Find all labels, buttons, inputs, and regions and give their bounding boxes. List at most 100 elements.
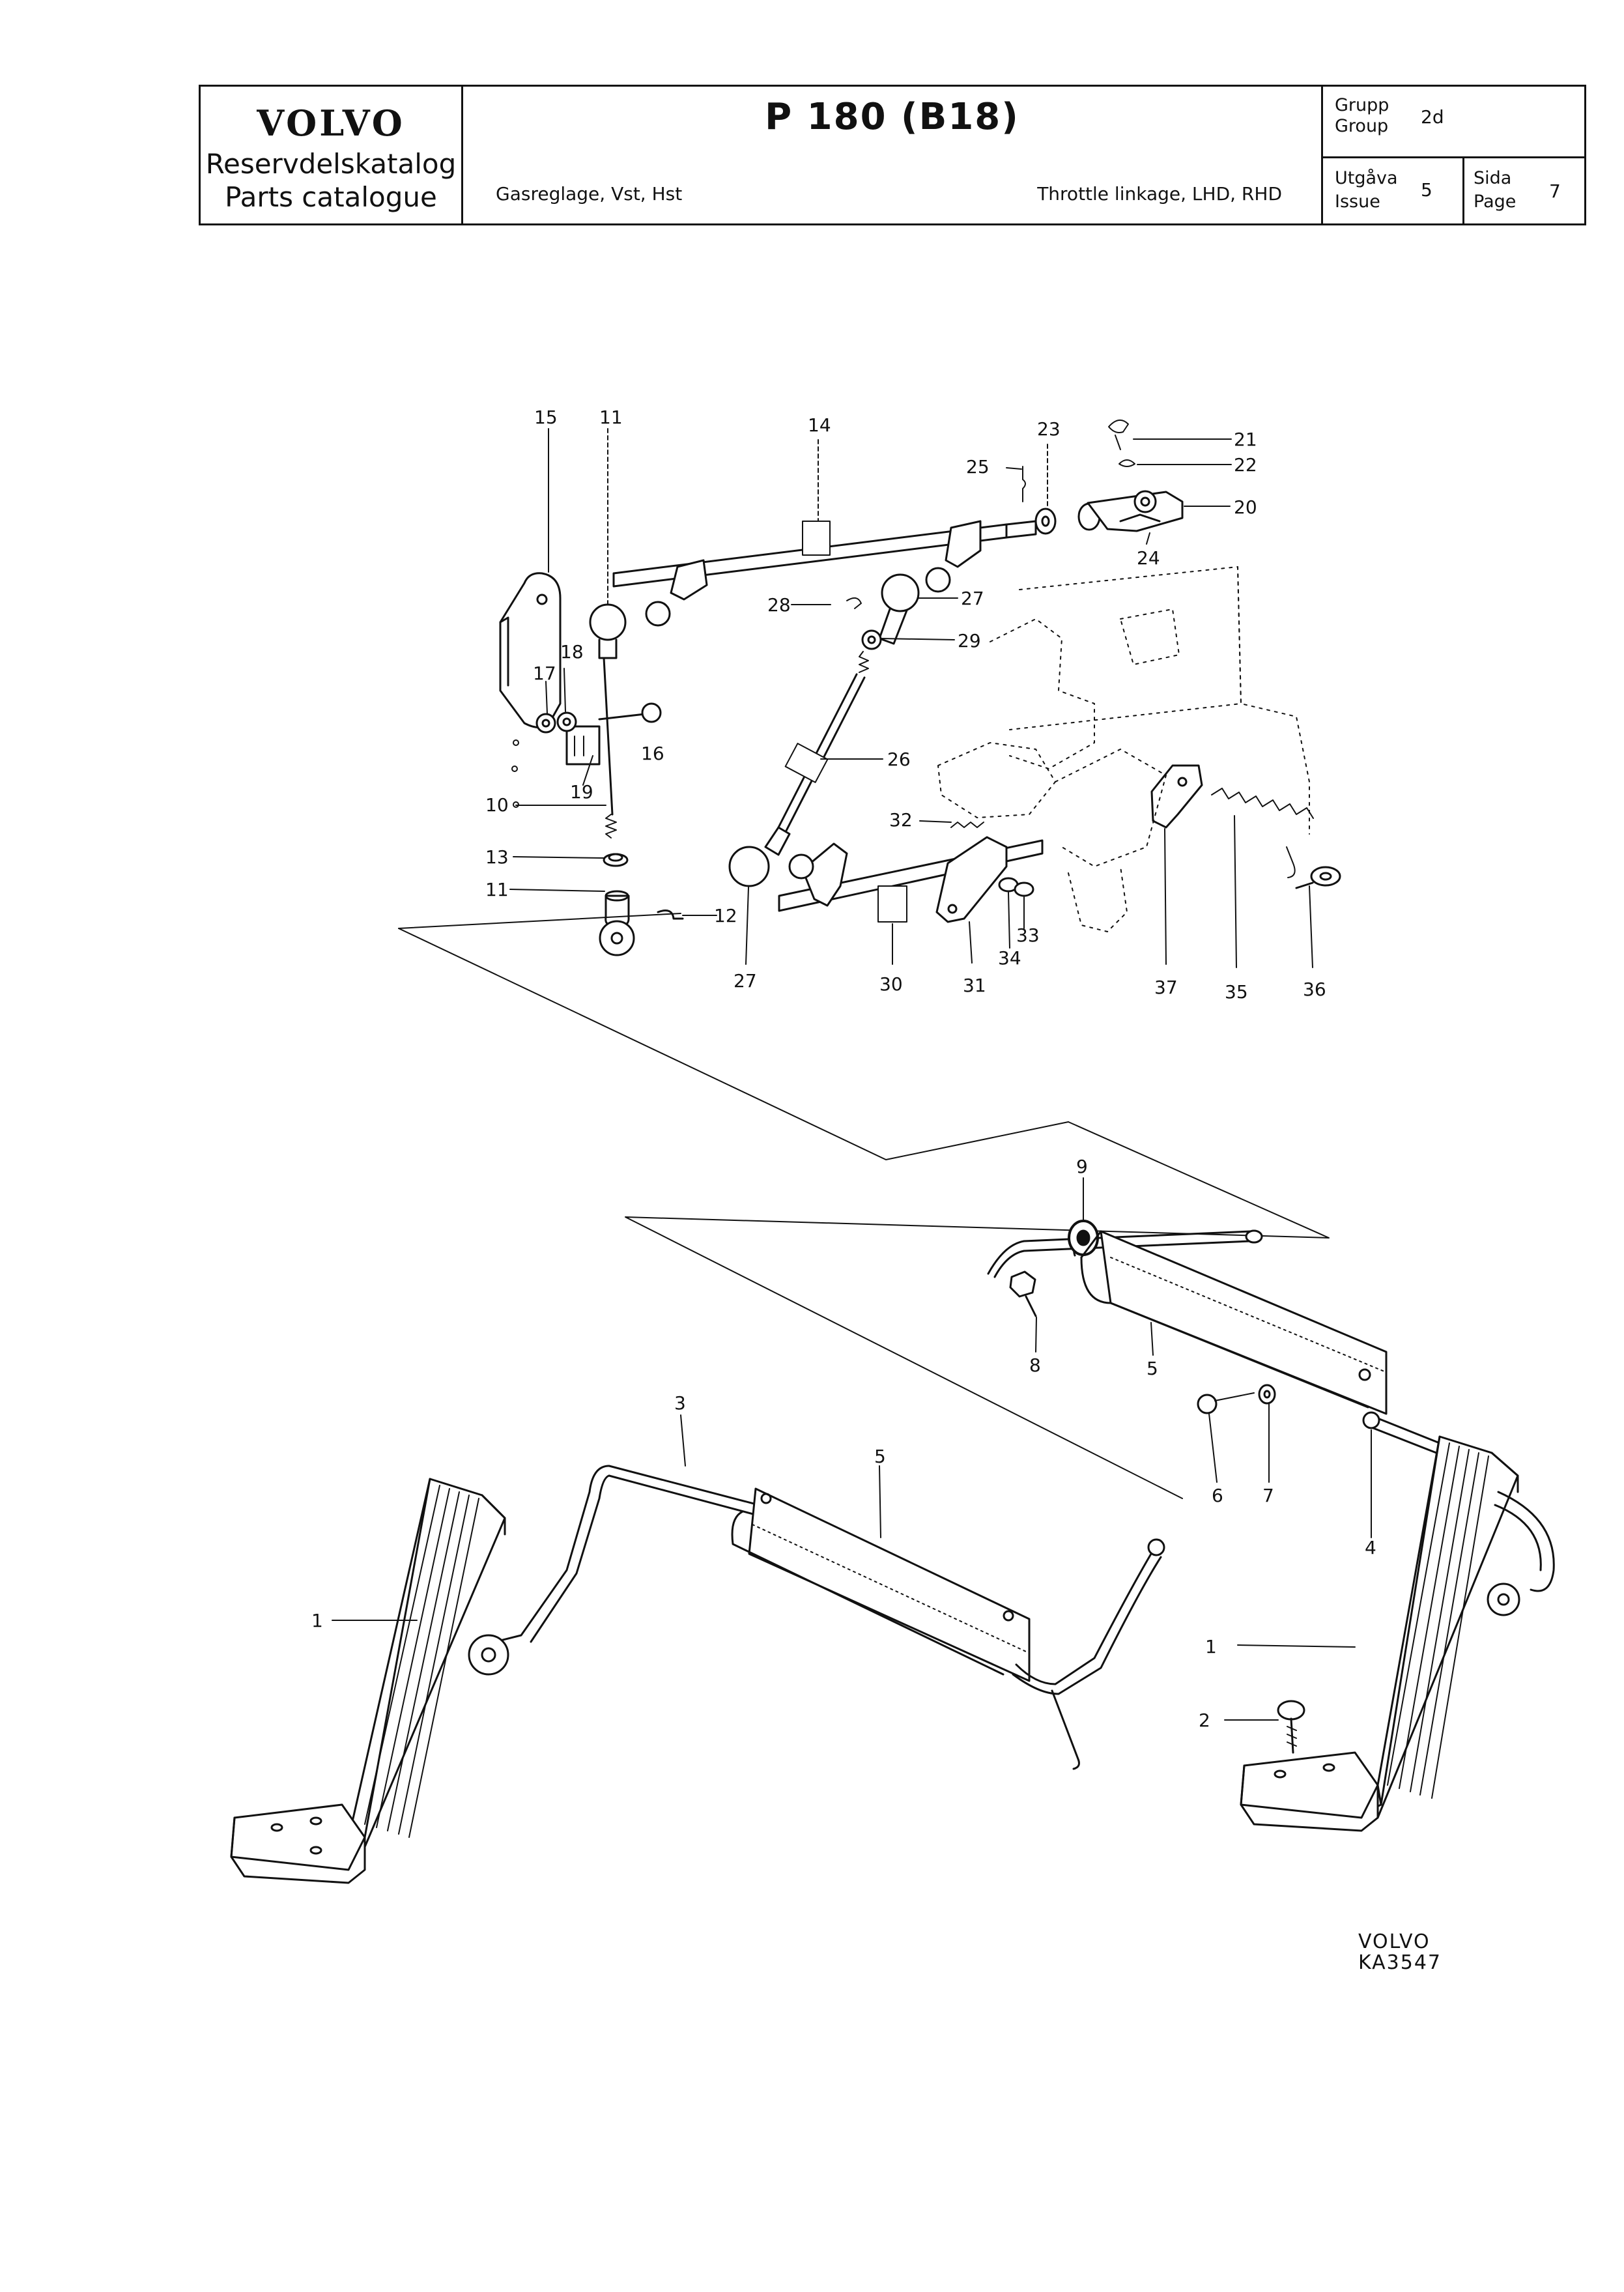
callout-5-left: 5 [874, 1446, 886, 1467]
callout-labels: 15 11 14 23 21 22 25 20 24 28 27 29 18 1… [311, 407, 1376, 1731]
callout-8: 8 [1029, 1354, 1041, 1376]
callout-32: 32 [889, 809, 913, 831]
bracket-15 [499, 572, 562, 808]
issue-label-sv: Utgåva [1335, 168, 1398, 188]
pedal-1-lhd [230, 1478, 506, 1884]
bushing-9 [1068, 1220, 1099, 1256]
screw-8 [1009, 1270, 1037, 1317]
nut-22 [1118, 459, 1135, 467]
callout-10: 10 [485, 794, 509, 816]
ball-joint-27-lower [728, 826, 791, 887]
callout-14: 14 [808, 414, 831, 436]
reference-brand: VOLVO [1358, 1930, 1431, 1953]
callout-16: 16 [641, 743, 664, 764]
page-value: 7 [1549, 180, 1561, 202]
clip-29 [861, 629, 882, 650]
callout-7: 7 [1262, 1485, 1274, 1506]
bracket-5-lhd [731, 1487, 1165, 1770]
screw-6-washer-7 [1197, 1384, 1276, 1414]
callout-29: 29 [958, 630, 981, 652]
callout-30: 30 [879, 973, 903, 995]
description-sv: Gasreglage, Vst, Hst [496, 183, 683, 205]
pedal-shaft-3-lhd [468, 1465, 760, 1676]
assembly-lines [398, 428, 1330, 1499]
engine-outline [937, 566, 1310, 932]
model-title: P 180 (B18) [765, 96, 1019, 138]
clip-12 [657, 910, 684, 920]
group-label-en: Group [1335, 116, 1389, 136]
ball-joint-11-upper [589, 603, 627, 659]
description-en: Throttle linkage, LHD, RHD [1037, 183, 1282, 205]
callout-28: 28 [767, 594, 791, 616]
clip-36 [1295, 866, 1341, 889]
callout-13: 13 [485, 846, 509, 868]
pedal-1-rhd [1240, 1435, 1555, 1832]
callout-25: 25 [966, 456, 990, 478]
spring-35 [1211, 788, 1314, 878]
catalog-title-sv: Reservdelskatalog [205, 148, 457, 180]
page-cell: Sida Page 7 [1464, 158, 1586, 223]
callout-11-top: 11 [599, 407, 623, 428]
catalog-header: VOLVO Reservdelskatalog Parts catalogue … [199, 85, 1586, 225]
callout-3: 3 [674, 1392, 686, 1414]
callout-1-left: 1 [311, 1610, 323, 1631]
callout-5-right: 5 [1147, 1358, 1158, 1379]
clip-28 [846, 597, 862, 609]
callout-21: 21 [1234, 429, 1257, 450]
drawing-reference: VOLVO KA3547 [1358, 1932, 1442, 1973]
lower-leader-lines [332, 1177, 1372, 1721]
nut-13 [603, 853, 629, 867]
callout-35: 35 [1225, 981, 1248, 1003]
rod-10 [603, 657, 617, 838]
pedal-shaft-4 [1362, 1411, 1441, 1454]
callout-22: 22 [1234, 454, 1257, 476]
shaft-14 [612, 520, 1037, 627]
brand-logo: VOLVO [257, 102, 405, 144]
callout-2: 2 [1199, 1710, 1210, 1731]
callout-9: 9 [1076, 1156, 1088, 1177]
ball-joint-11-lower [599, 890, 635, 956]
callout-12: 12 [714, 905, 737, 926]
bracket-5-rhd [1080, 1230, 1388, 1415]
callout-15: 15 [534, 407, 558, 428]
bracket-37 [1150, 764, 1203, 829]
callout-27-bottom: 27 [734, 970, 757, 992]
group-value: 2d [1421, 106, 1444, 128]
callout-33: 33 [1016, 924, 1040, 946]
callout-17: 17 [533, 663, 556, 684]
callout-6: 6 [1212, 1485, 1223, 1506]
washer-17-18 [535, 711, 577, 734]
group-label-sv: Grupp [1335, 95, 1389, 115]
issue-value: 5 [1421, 179, 1432, 201]
pin-25 [1022, 466, 1026, 502]
group-cell: Grupp Group 2d [1323, 87, 1586, 158]
callout-23: 23 [1037, 418, 1061, 440]
screw-2 [1277, 1700, 1305, 1754]
title-cell: P 180 (B18) Gasreglage, Vst, Hst Throttl… [463, 87, 1323, 223]
lever-31 [935, 836, 1008, 923]
callout-18: 18 [560, 641, 584, 663]
callout-20: 20 [1234, 496, 1257, 518]
clip-19 [565, 725, 601, 766]
screw-21 [1108, 420, 1129, 433]
reference-number: KA3547 [1358, 1951, 1442, 1974]
page-label-sv: Sida [1474, 168, 1512, 188]
callout-11-bottom: 11 [485, 879, 509, 900]
callout-27-top: 27 [961, 588, 984, 609]
lever-24 [1077, 490, 1184, 532]
callout-1-right: 1 [1205, 1636, 1217, 1657]
callout-34: 34 [998, 947, 1021, 969]
callout-19: 19 [570, 781, 593, 803]
washer-23 [1034, 508, 1057, 535]
spring-32 [950, 822, 984, 828]
page-label-en: Page [1474, 192, 1517, 212]
callout-37: 37 [1154, 977, 1178, 998]
callout-4: 4 [1365, 1537, 1376, 1558]
rod-26 [777, 651, 869, 832]
ball-joint-27-upper [878, 573, 920, 645]
screw-16 [598, 702, 662, 723]
callout-31: 31 [963, 975, 986, 996]
callout-36: 36 [1303, 979, 1326, 1000]
brand-cell: VOLVO Reservdelskatalog Parts catalogue [201, 87, 463, 223]
